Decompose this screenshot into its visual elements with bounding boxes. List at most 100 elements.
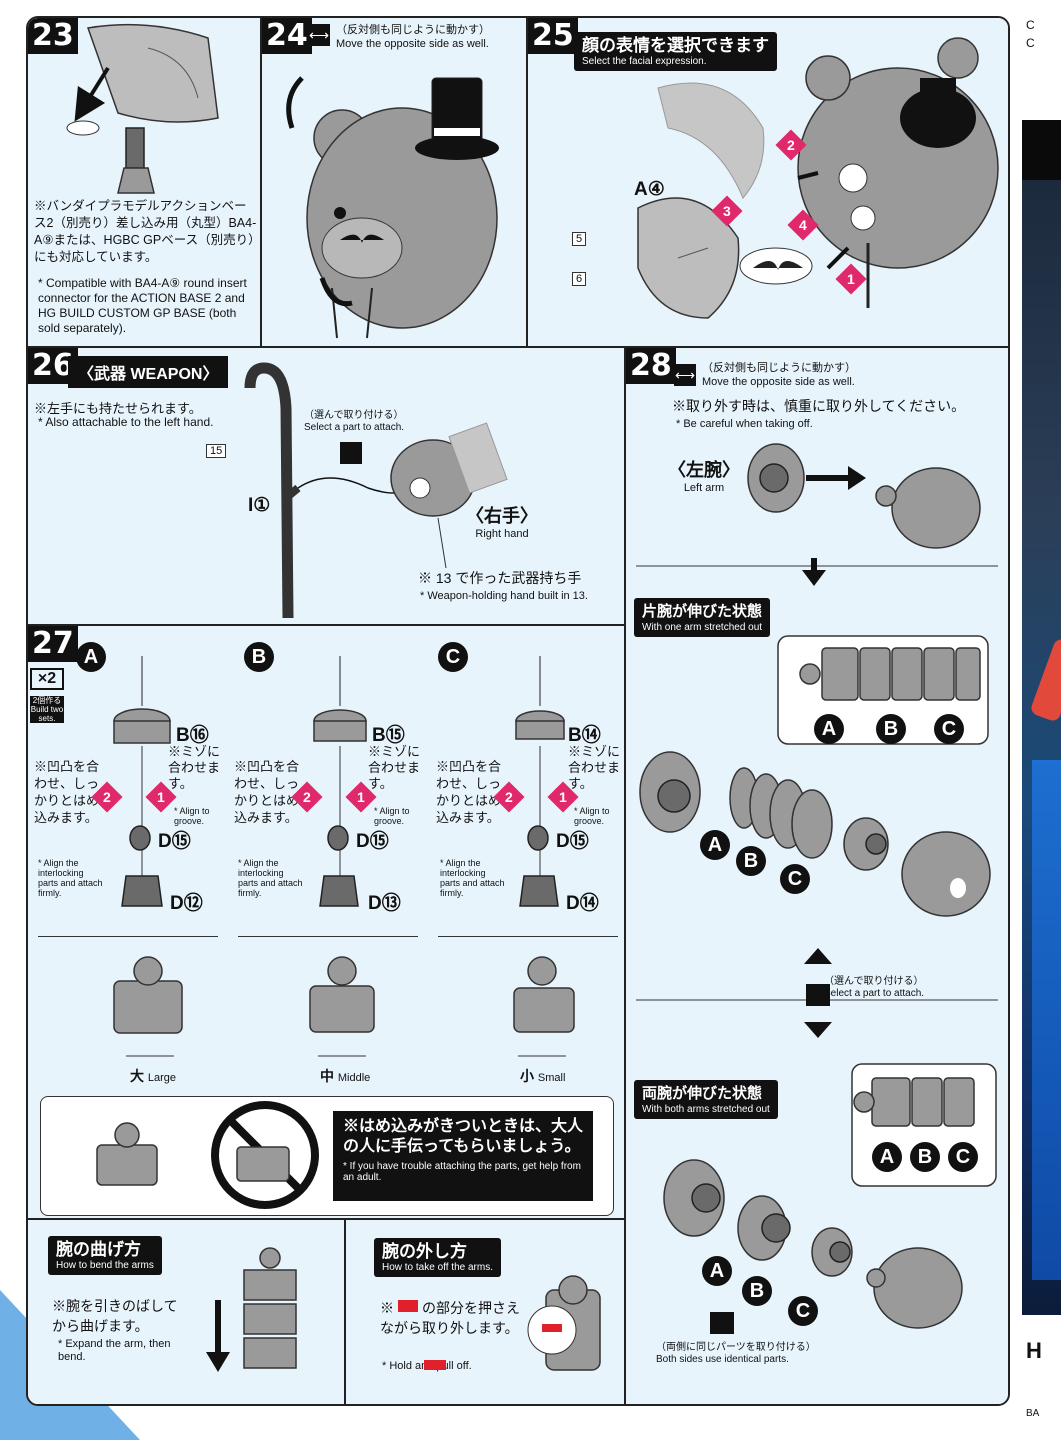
part-mid-label: D⑮: [556, 831, 589, 852]
part-mid-label: D⑮: [158, 831, 191, 852]
side-letter-h: H: [1026, 1338, 1042, 1363]
groove-note-jp-a: ※ミゾに合わせます。: [168, 744, 221, 791]
takeoff-arms-heading: 腕の外し方 How to take off the arms.: [374, 1238, 501, 1277]
both-arms-heading: 両腕が伸びた状態 With both arms stretched out: [634, 1080, 778, 1119]
right-edge-strip: C C H BA: [1022, 0, 1061, 1440]
groove-note-en-a: * Align to groove.: [174, 806, 210, 826]
adult-help-notice: ※はめ込みがきついときは、大人の人に手伝ってもらいましょう。 * If you …: [333, 1111, 593, 1201]
interlock-note-jp-b: ※凹凸を合わせ、しっかりとはめ込みます。: [234, 759, 300, 825]
care-note-en: * Be careful when taking off.: [676, 418, 813, 430]
step23-note-jp: ※バンダイプラモデルアクションベース2（別売り）差し込み用（丸型）BA4-A⑨ま…: [34, 199, 257, 264]
part-bottom-label: D⑬: [368, 893, 401, 914]
interlock-note-jp-a: ※凹凸を合わせ、しっかりとはめ込みます。: [34, 759, 100, 825]
step24-en: Move the opposite side as well.: [336, 38, 489, 50]
mirror-icon: ⟷: [674, 364, 696, 386]
step-28-panel: 28 ⟷ （反対側も同じように動かす） Move the opposite si…: [626, 348, 1008, 1404]
facial-expression-heading: 顔の表情を選択できます Select the facial expression…: [574, 32, 777, 71]
part-label-a4: A④: [634, 179, 665, 200]
build-count-badge: ×2: [30, 668, 64, 690]
step-26-panel: 26 〈武器 WEAPON〉 ※左手にも持たせられます。 * Also atta…: [28, 348, 626, 626]
right-hand-label: 〈右手〉 Right hand: [466, 506, 538, 540]
part-top-label: B⑭: [568, 725, 601, 746]
sticker-15-label: 15: [206, 444, 227, 458]
mirror-icon: ⟷: [308, 24, 330, 46]
interlock-note-en-c: * Align the interlocking parts and attac…: [440, 858, 505, 898]
assembly-column-a: A B⑯ D⑮ D⑫ 大 Large: [66, 626, 232, 1086]
part-label-i1: I①: [248, 495, 271, 516]
label-c: C: [780, 864, 810, 894]
step23-note-en: * Compatible with BA4-A⑨ round insert co…: [38, 276, 247, 335]
label-a: A: [700, 830, 730, 860]
bend-note-jp: ※腕を引きのばしてから曲げます。: [52, 1298, 178, 1334]
step26-note-en: * Also attachable to the left hand.: [38, 415, 214, 429]
build-count-label: 2個作る Build two sets.: [30, 696, 64, 723]
bear-head-illustration: [286, 76, 499, 339]
size-label: 小 Small: [520, 1068, 566, 1084]
step-24-panel: 24 ⟷ （反対側も同じように動かす） Move the opposite si…: [262, 18, 528, 348]
groove-note-en-b: * Align to groove.: [374, 806, 410, 826]
column-letter-b: B: [244, 642, 274, 672]
weapon-heading: 〈武器 WEAPON〉: [68, 356, 229, 388]
step-number: 27: [28, 626, 78, 662]
sticker-5-label: 5: [572, 232, 587, 246]
label-a: A: [814, 714, 844, 744]
highlight-swatch: [424, 1360, 446, 1370]
label-b: B: [736, 846, 766, 876]
part-mid-label: D⑮: [356, 831, 389, 852]
label-c: C: [934, 714, 964, 744]
select-label: （選んで取り付ける） Select a part to attach.: [304, 410, 405, 433]
weapon-hand-en: * Weapon-holding hand built in 13.: [420, 590, 588, 602]
step-number: 23: [28, 18, 78, 54]
cane-illustration: [244, 362, 508, 619]
warning-illustration: [96, 1101, 319, 1209]
warning-box: ※はめ込みがきついときは、大人の人に手伝ってもらいましょう。 * If you …: [40, 1096, 614, 1216]
size-label: 中 Middle: [320, 1068, 371, 1084]
step26-note-jp: ※左手にも持たせられます。: [34, 401, 202, 416]
side-letter-ba: BA: [1026, 1408, 1040, 1419]
label-c: C: [788, 1296, 818, 1326]
side-letter-c2: C: [1026, 36, 1035, 50]
assembly-column-c: C B⑭ D⑮ D⑭ 小 Small: [428, 626, 624, 1086]
groove-note-en-c: * Align to groove.: [574, 806, 610, 826]
step-number: 25: [528, 18, 578, 54]
arm-bend-illustration: [206, 1247, 297, 1372]
care-note-jp: ※取り外す時は、慎重に取り外してください。: [672, 398, 966, 414]
left-arm-label: 〈左腕〉 Left arm: [668, 460, 740, 494]
base-connector-illustration: [66, 23, 219, 194]
interlock-note-jp-c: ※凹凸を合わせ、しっかりとはめ込みます。: [436, 759, 502, 825]
sticker-6-label: 6: [572, 272, 587, 286]
bend-note-en: * Expand the arm, then bend.: [58, 1338, 171, 1363]
takeoff-note-jp: ※ の部分を押さえながら取り外します。: [380, 1300, 520, 1336]
step-27-panel: 27 ×2 2個作る Build two sets. A: [28, 626, 626, 1220]
select-label: （選んで取り付ける） Select a part to attach.: [824, 976, 925, 999]
arm-takeoff-illustration: [527, 1275, 601, 1371]
label-a: A: [702, 1256, 732, 1286]
step-number: 24: [262, 18, 312, 54]
column-letter-a: A: [76, 642, 106, 672]
column-letter-c: C: [438, 642, 468, 672]
groove-note-jp-b: ※ミゾに合わせます。: [368, 744, 421, 791]
step-25-panel: 25 顔の表情を選択できます Select the facial express…: [528, 18, 1008, 348]
step28-en: Move the opposite side as well.: [702, 376, 855, 388]
label-c: C: [948, 1142, 978, 1172]
instruction-frame: 23 ※バンダイプラモデルアクションベース2（別売り）差し込み用（丸型）BA4-…: [26, 16, 1010, 1406]
size-label: 大 Large: [130, 1068, 177, 1084]
assembly-column-b: B B⑮ D⑮ D⑬ 中 Middle: [238, 626, 424, 1086]
bend-arms-panel: 腕の曲げ方 How to bend the arms ※腕を引きのばしてから曲げ…: [28, 1220, 346, 1404]
label-b: B: [910, 1142, 940, 1172]
bend-arms-heading: 腕の曲げ方 How to bend the arms: [48, 1236, 162, 1275]
select-icon: [340, 442, 362, 464]
step-23-panel: 23 ※バンダイプラモデルアクションベース2（別売り）差し込み用（丸型）BA4-…: [28, 18, 262, 348]
part-top-label: B⑯: [176, 725, 209, 746]
part-bottom-label: D⑭: [566, 893, 599, 914]
takeoff-arms-panel: 腕の外し方 How to take off the arms. ※ の部分を押さ…: [346, 1220, 626, 1404]
part-top-label: B⑮: [372, 725, 405, 746]
interlock-note-en-a: * Align the interlocking parts and attac…: [38, 858, 103, 898]
groove-note-jp-c: ※ミゾに合わせます。: [568, 744, 621, 791]
step-number: 28: [626, 348, 676, 384]
face-parts-illustration: [637, 37, 999, 319]
label-b: B: [742, 1276, 772, 1306]
label-b: B: [876, 714, 906, 744]
arm-extension-illustration: [636, 443, 998, 1334]
